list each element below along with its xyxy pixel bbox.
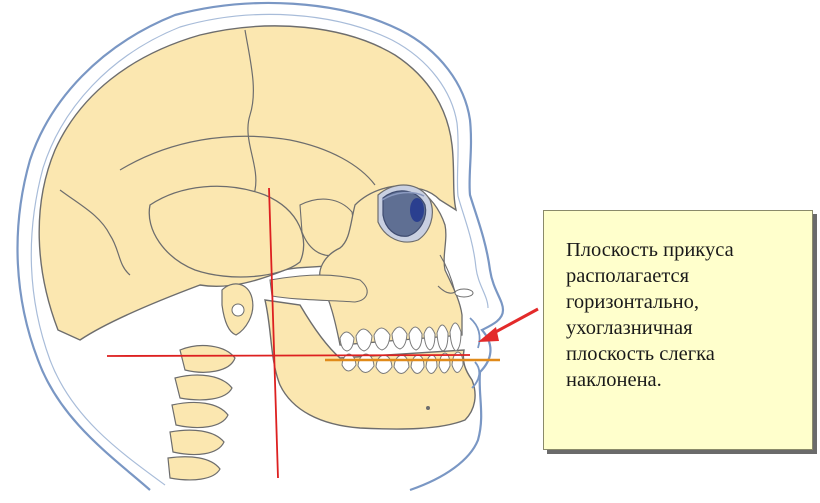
callout-line-4: ухоглазничная [566,315,798,341]
callout-line-3: горизонтально, [566,289,798,315]
callout-line-6: наклонена. [566,367,798,393]
ear-canal [232,304,244,316]
cervical-spine [168,346,235,480]
zygomatic-arch [270,275,367,302]
nostril [455,289,473,297]
eye-iris [410,198,424,222]
horizontal-reference-line [107,355,470,356]
callout-line-1: Плоскость прикуса [566,237,798,263]
callout-line-5: плоскость слегка [566,341,798,367]
callout-box: Плоскость прикуса располагается горизонт… [543,210,813,450]
mental-foramen [426,406,430,410]
callout-line-2: располагается [566,263,798,289]
upper-lip [470,318,480,348]
